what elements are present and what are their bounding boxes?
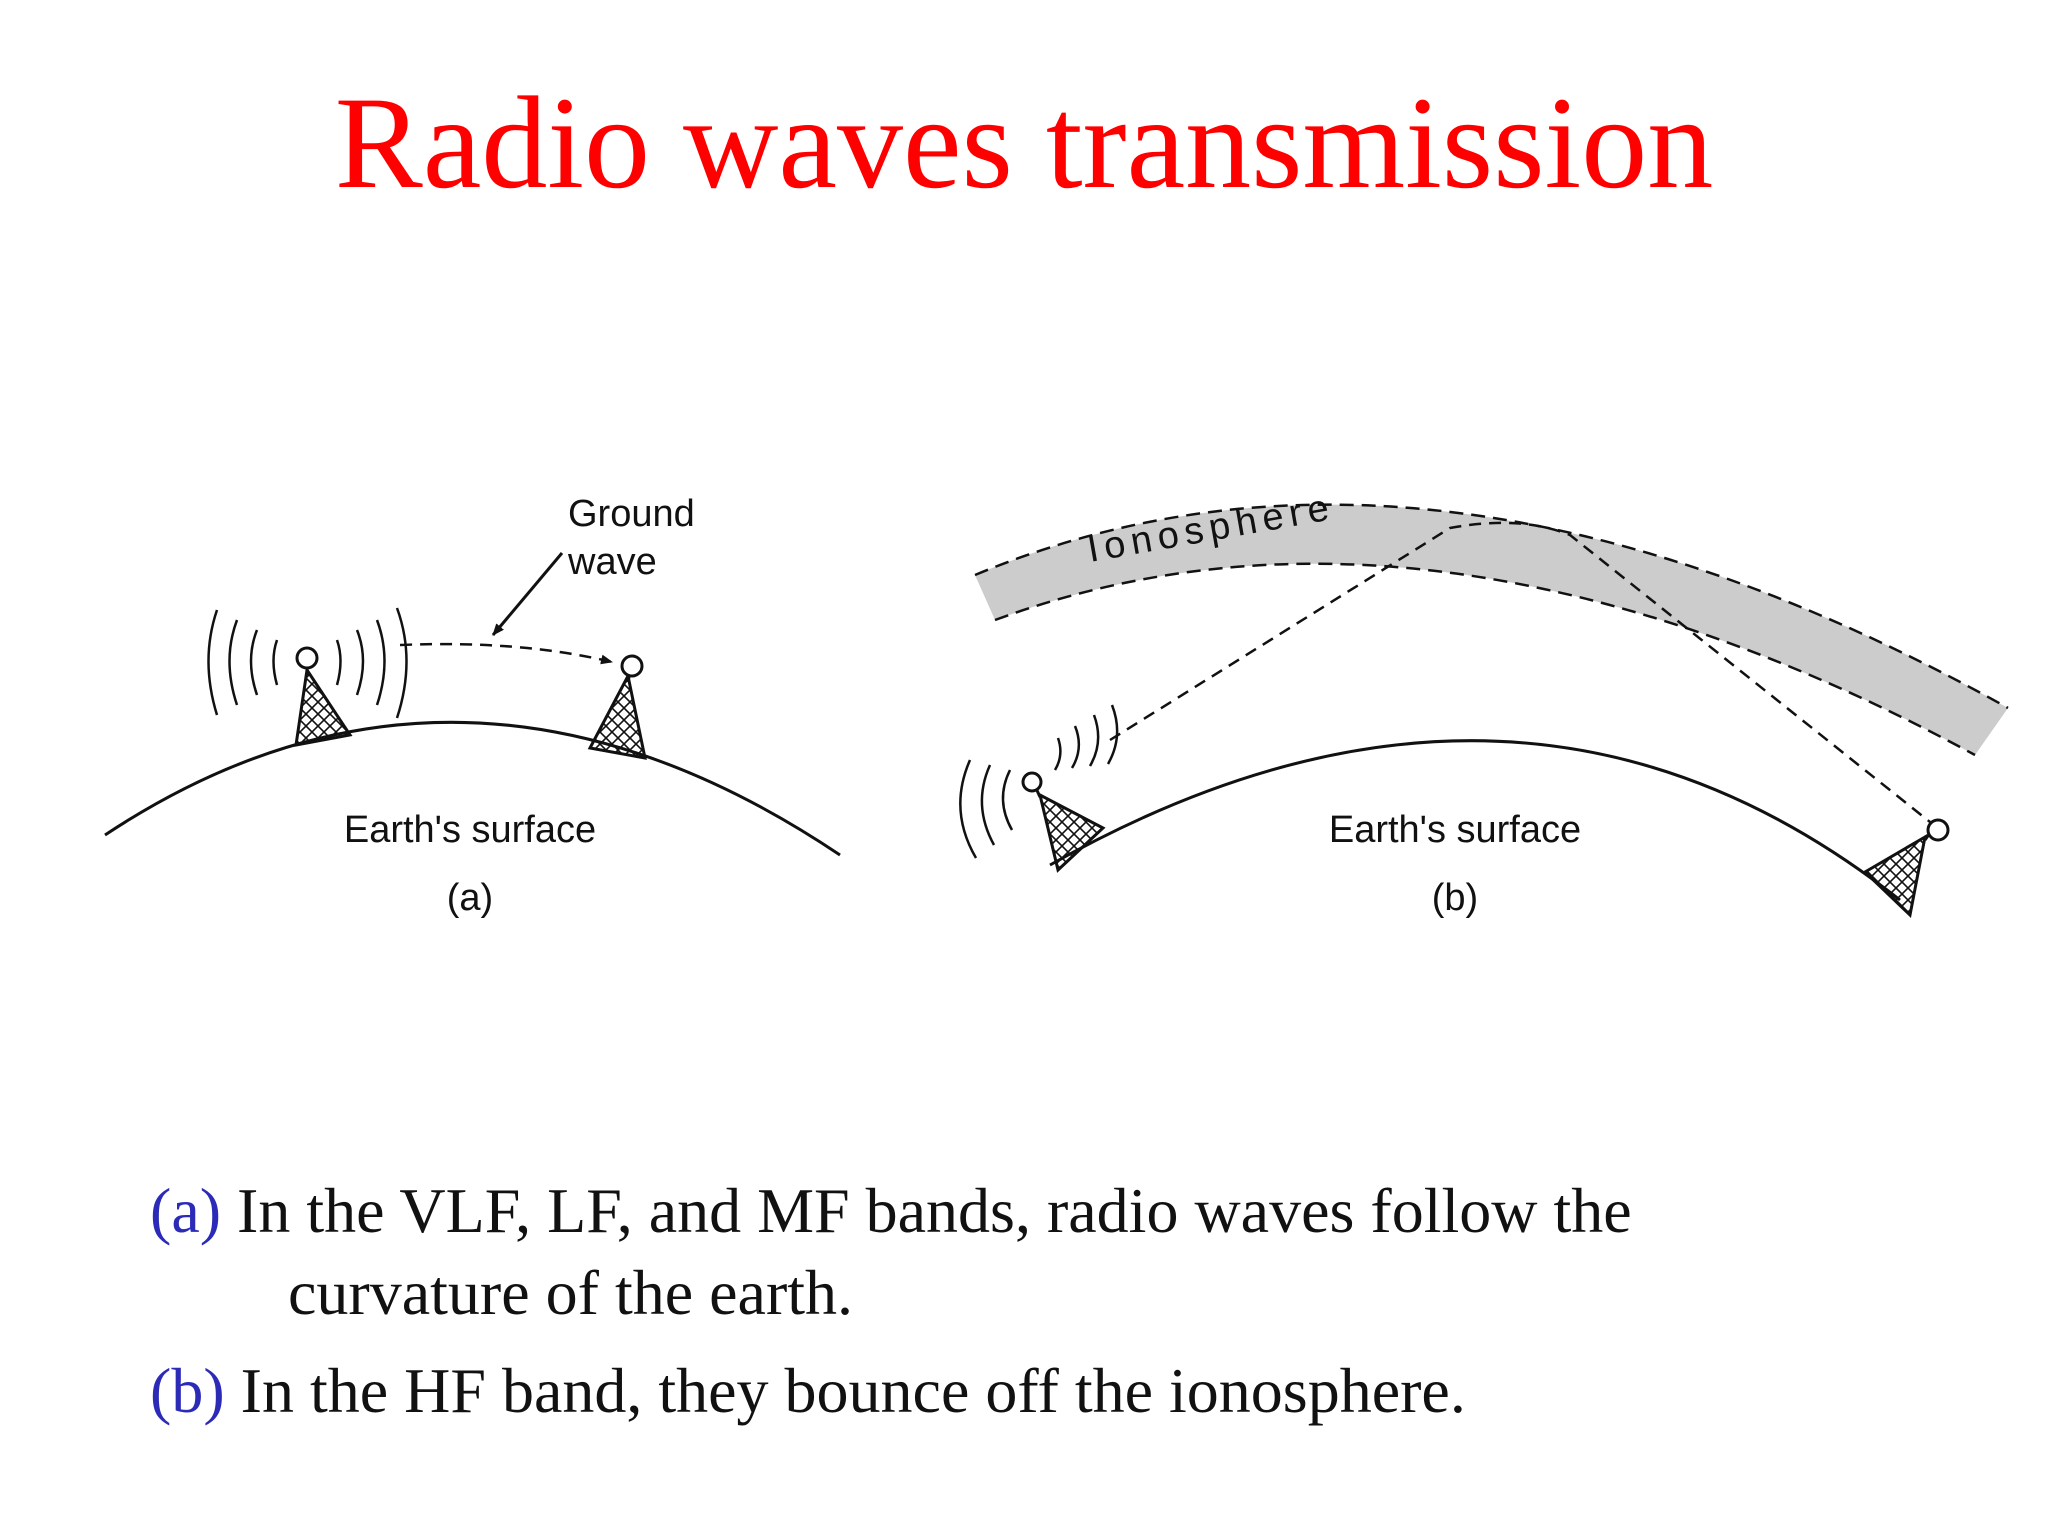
sky-wave-path	[1109, 521, 1931, 823]
ground-wave-label-line2: wave	[567, 541, 657, 583]
earth-surface-arc-a	[104, 720, 841, 857]
panel-label-b: (b)	[1432, 877, 1478, 919]
caption-a-line2: curvature of the earth.	[288, 1257, 854, 1328]
ground-wave-label-line1: Ground	[568, 493, 695, 535]
receiver-tower-a	[587, 654, 647, 760]
caption-a-tag: (a)	[150, 1175, 222, 1246]
caption-b-tag: (b)	[150, 1355, 225, 1426]
radiation-waves-a	[207, 607, 408, 719]
caption-a-line1: In the VLF, LF, and MF bands, radio wave…	[221, 1175, 1632, 1246]
panel-label-a: (a)	[447, 877, 493, 919]
ionosphere-lower-boundary	[994, 562, 1976, 757]
transmitter-tower-b	[1021, 771, 1106, 873]
caption-a: (a) In the VLF, LF, and MF bands, radio …	[150, 1170, 1950, 1334]
ground-wave-path	[399, 642, 613, 665]
ionosphere-upper-boundary	[974, 503, 2009, 710]
earth-surface-label-a: Earth's surface	[344, 809, 596, 851]
ground-wave-pointer-arrow	[491, 552, 564, 636]
earth-surface-arc-b	[1049, 739, 1901, 902]
ionosphere-band	[975, 504, 2008, 755]
receiver-tower-b	[1862, 818, 1950, 918]
panel-a: Ground wave Earth's surface (a)	[104, 493, 841, 919]
earth-surface-label-b: Earth's surface	[1329, 809, 1581, 851]
panel-b: Ionosphere Earth's surface (b)	[959, 486, 2009, 919]
transmitter-tower-a	[294, 646, 353, 747]
caption-b-text: In the HF band, they bounce off the iono…	[224, 1355, 1466, 1426]
caption-b: (b) In the HF band, they bounce off the …	[150, 1350, 1950, 1432]
slide-title: Radio waves transmission	[334, 69, 1714, 216]
